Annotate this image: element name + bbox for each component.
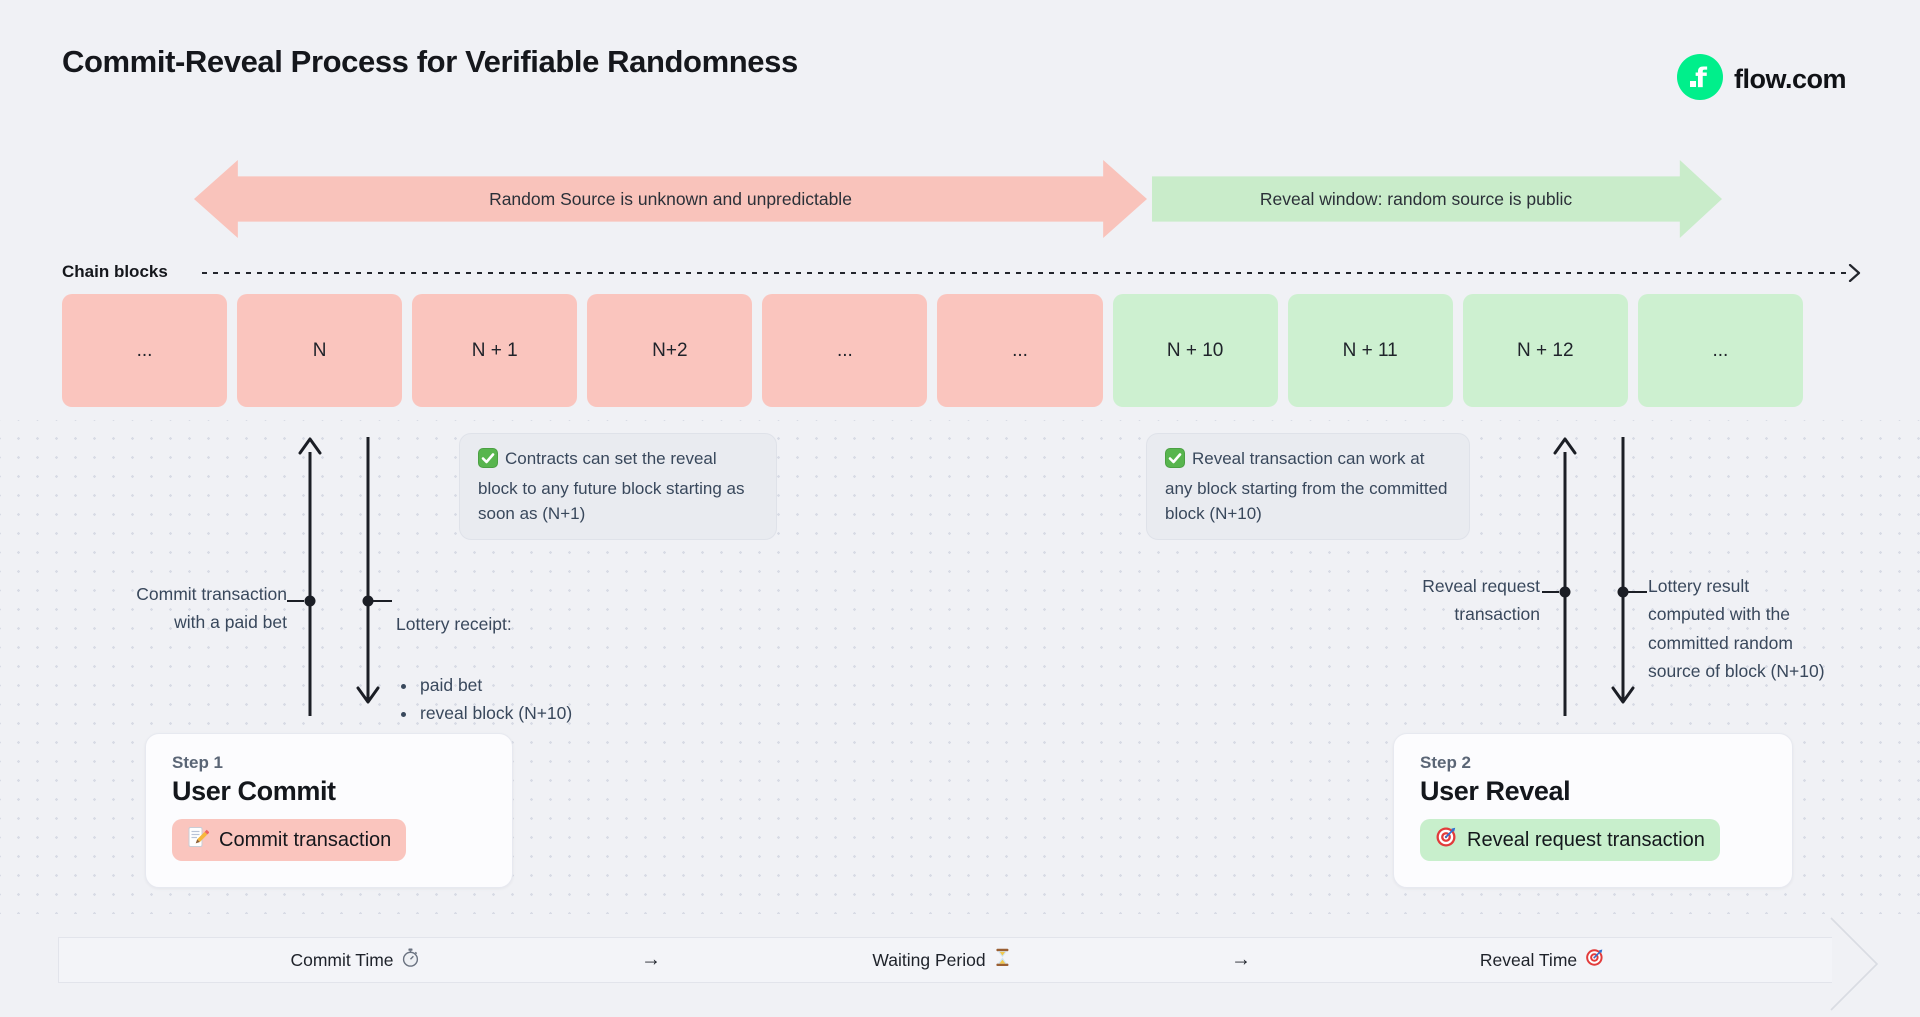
lottery-receipt-item: paid bet (418, 671, 572, 699)
chain-block: ... (62, 294, 228, 407)
chain-block: N + 11 (1287, 294, 1453, 407)
step-label: Step 1 (172, 753, 224, 772)
stopwatch-icon (402, 948, 420, 972)
chain-block: N + 1 (412, 294, 578, 407)
timeline-item-reveal-time: Reveal Time (1480, 948, 1604, 972)
step-label: Step 2 (1420, 753, 1472, 772)
timeline-item-label: Reveal Time (1479, 949, 1578, 970)
reveal-phase-banner-label: Reveal window: random source is public (1259, 188, 1573, 209)
reveal-transaction-pill-label: Reveal request transaction (1467, 828, 1705, 851)
svg-text:f: f (1695, 63, 1707, 94)
brand-text: flow.com (1734, 64, 1847, 94)
chain-block-label: N + 11 (1342, 339, 1398, 361)
step-card-commit: Step 1 User Commit Commit transaction (145, 733, 513, 888)
lottery-receipt-item: reveal block (N+10) (418, 699, 572, 727)
lottery-receipt-callout: Lottery receipt: paid betreveal block (N… (396, 582, 572, 756)
check-icon (1165, 448, 1185, 476)
step-card-reveal: Step 2 User Reveal Reveal request transa… (1393, 733, 1793, 888)
reveal-transaction-pill: Reveal request transaction (1420, 819, 1720, 861)
hourglass-icon (994, 948, 1012, 972)
target-icon (1435, 826, 1457, 854)
commit-transaction-pill-label: Commit transaction (219, 828, 392, 851)
chain-block-label: ... (136, 339, 153, 361)
timeline-item-label: Waiting Period (872, 949, 986, 970)
timeline-item-waiting-period: Waiting Period (872, 948, 1011, 972)
check-icon (478, 448, 498, 476)
chain-block-label: N+2 (652, 339, 688, 361)
commit-phase-banner: Random Source is unknown and unpredictab… (194, 160, 1147, 238)
chain-block: ... (1637, 294, 1803, 407)
chain-block: N+2 (587, 294, 753, 407)
lottery-receipt-title: Lottery receipt: (396, 614, 512, 635)
target-icon (1585, 948, 1604, 972)
chain-block: ... (937, 294, 1103, 407)
chain-block-label: N + 10 (1166, 339, 1224, 361)
flow-logo-icon: f (1677, 54, 1723, 105)
chain-block-label: N + 1 (471, 339, 518, 361)
step-title: User Commit (172, 776, 336, 806)
note-commit-window-text: Contracts can set the reveal block to an… (478, 449, 745, 523)
chain-blocks-label: Chain blocks (62, 262, 168, 281)
timeline-item-commit-time: Commit Time (290, 948, 419, 972)
flow-logo[interactable]: f flow.com (1677, 54, 1847, 105)
chain-line-arrow-icon (1848, 263, 1862, 287)
commit-transaction-pill: Commit transaction (172, 819, 407, 861)
chain-block: N + 12 (1462, 294, 1628, 407)
timeline-separator-arrow: → (1231, 948, 1251, 971)
chain-block-label: ... (1012, 339, 1028, 361)
page-title: Commit-Reveal Process for Verifiable Ran… (62, 44, 798, 79)
commit-phase-banner-label: Random Source is unknown and unpredictab… (489, 188, 852, 209)
chain-block-label: ... (837, 339, 853, 361)
reveal-phase-banner: Reveal window: random source is public (1152, 160, 1722, 238)
timeline-separator-arrow: → (641, 948, 661, 971)
note-reveal-window: Reveal transaction can work at any block… (1146, 433, 1470, 540)
chain-block-label: N (312, 339, 327, 361)
chain-block: N + 10 (1112, 294, 1278, 407)
timeline-bar: Commit Time → Waiting Period → (58, 937, 1832, 983)
commit-tx-callout: Commit transaction with a paid bet (136, 584, 287, 633)
chain-dotted-line (202, 272, 1848, 274)
note-reveal-window-text: Reveal transaction can work at any block… (1165, 449, 1448, 523)
note-commit-window: Contracts can set the reveal block to an… (459, 433, 777, 540)
lottery-result-callout: Lottery result computed with the committ… (1648, 576, 1825, 682)
reveal-request-callout: Reveal request transaction (1422, 576, 1540, 625)
timeline-item-label: Commit Time (290, 949, 394, 970)
chain-block-label: N + 12 (1517, 339, 1574, 361)
step-title: User Reveal (1420, 776, 1571, 806)
memo-icon (187, 826, 210, 854)
chain-blocks-row: ... N N + 1 N+2 ... ... N + 10 N + 11 N … (62, 294, 1803, 407)
chain-block-label: ... (1712, 339, 1729, 361)
chain-block: N (237, 294, 403, 407)
lottery-receipt-list: paid betreveal block (N+10) (402, 671, 572, 728)
chain-block: ... (762, 294, 928, 407)
timeline-arrowhead-icon (1830, 917, 1882, 1016)
